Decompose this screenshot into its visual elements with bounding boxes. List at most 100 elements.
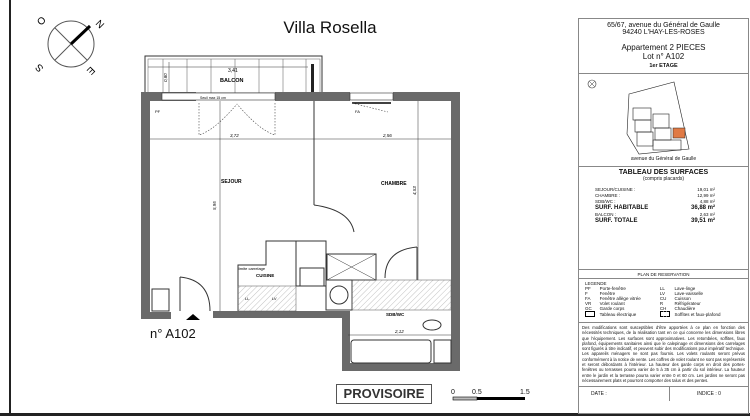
dim-chambre-w: 2,56 <box>382 133 392 138</box>
room-label-chambre: CHAMBRE <box>381 181 407 187</box>
legend-text: Lave-vaisselle <box>674 291 704 296</box>
page-frame-bottom <box>0 413 750 416</box>
dim-chambre-h: 4,53 <box>412 186 417 195</box>
dim-sejour-w: 3,72 <box>230 133 239 138</box>
surface-value: 4,88 m² <box>699 198 715 204</box>
scale-15: 1.5 <box>520 389 530 396</box>
surface-row: BALCON : 2,63 m² <box>595 211 715 217</box>
address-line-1: 65/67, avenue du Général de Gaulle <box>607 22 720 29</box>
room-label-cuisine: CUISINE <box>256 273 274 278</box>
surface-label: SEJOUR/CUISINE : <box>595 186 636 192</box>
legend-text: Chaudière <box>674 306 696 311</box>
surface-label: BALCON : <box>595 211 617 217</box>
legend-text: Soffites et faux-plafond <box>674 312 721 317</box>
legend-code: F <box>585 291 588 296</box>
legend-code: R <box>659 301 664 306</box>
legend-text: Tableau électrique <box>599 312 637 317</box>
building-outline <box>626 81 690 155</box>
compass-o: O <box>35 15 48 28</box>
scale-05: 0.5 <box>472 389 482 396</box>
legend-code: VR <box>585 301 592 306</box>
compass-n: N <box>93 18 106 31</box>
compass-e: E <box>84 64 97 77</box>
apartment-highlight <box>672 127 686 139</box>
site-plan: avenue du Général de Gaulle <box>579 74 748 167</box>
legend-text: Fenêtre <box>599 291 616 296</box>
legend-text: Fenêtre allège vitrée <box>599 296 641 301</box>
dim-balcon-h: 0,80 <box>163 73 168 82</box>
legend-text: Cuisson <box>674 296 691 301</box>
surfaces-subtitle: (compris placards) <box>642 176 685 182</box>
scale-0: 0 <box>451 389 455 396</box>
surface-value: 19,01 m² <box>697 186 715 192</box>
entrance-arrow-icon <box>186 314 200 320</box>
surface-label: CHAMBRE : <box>595 192 621 198</box>
footer: DATE : INDICE : 0 <box>579 387 748 401</box>
legend-code: GC <box>585 306 592 311</box>
date-label: DATE : <box>579 387 670 401</box>
header-section: 65/67, avenue du Général de Gaulle 94240… <box>579 19 748 74</box>
room-label-sejour: SEJOUR <box>221 179 242 185</box>
surface-value: 12,99 m² <box>697 192 715 198</box>
surface-row: SDB/WC : 4,88 m² <box>595 198 715 204</box>
legend-code: LV <box>659 291 666 296</box>
surface-label: SURF. HABITABLE <box>595 204 649 211</box>
note-pf: PF <box>155 109 161 114</box>
surface-row: SEJOUR/CUISINE : 19,01 m² <box>595 186 715 192</box>
lot-number-label: n° A102 <box>150 326 196 341</box>
note-seuil: Seuil max 15 cm <box>200 96 226 100</box>
kitchen-counter <box>237 285 297 312</box>
note-fa: FA <box>355 109 360 114</box>
surface-label: SDB/WC : <box>595 198 616 204</box>
surfaces-title: TABLEAU DES SURFACES <box>618 169 709 176</box>
dim-balcon-w: 3,41 <box>228 68 238 74</box>
disclaimer: Des modifications sont susceptibles d'êt… <box>579 323 748 387</box>
soffit-icon <box>659 311 675 318</box>
surfaces-table: SEJOUR/CUISINE : 19,01 m² CHAMBRE : 12,99 … <box>595 186 715 224</box>
legend-row: GC Garde corps CH Chaudière <box>585 306 742 311</box>
floor-plan: N E S O 3,41 0,80 BALCON Seuil max 15 cm <box>33 15 525 401</box>
legend-row: Tableau électrique Soffites et faux-plafo… <box>585 311 742 318</box>
balcony: 3,41 0,80 BALCON <box>144 55 323 94</box>
surfaces-section: TABLEAU DES SURFACES (compris placards) … <box>579 167 748 270</box>
apartment-type: Appartement 2 PIECES <box>621 43 706 52</box>
mini-compass-icon <box>587 79 597 89</box>
surface-value: 2,63 m² <box>699 211 715 217</box>
page-title: Villa Rosella <box>283 18 377 37</box>
dim-sdb-w: 2,12 <box>394 329 404 334</box>
legend-row: FA Fenêtre allège vitrée CU Cuisson <box>585 296 742 301</box>
reservation-label: PLAN DE RESERVATION <box>579 270 748 279</box>
street-name: avenue du Général de Gaulle <box>630 156 697 162</box>
legend-text: Garde corps <box>599 306 625 311</box>
legend-code: CH <box>659 306 667 311</box>
floor-label: 1er ETAGE <box>649 63 678 69</box>
compass-s: S <box>33 61 46 74</box>
info-panel: 65/67, avenue du Général de Gaulle 94240… <box>578 18 749 414</box>
legend-text: Lave-linge <box>674 286 696 291</box>
legend-row: VR Volet roulant R Réfrigérateur <box>585 301 742 306</box>
legend-text: Porte-fenêtre <box>599 286 626 291</box>
note-carrelage: limite carrelage <box>238 266 266 271</box>
room-label-balcon: BALCON <box>220 78 244 84</box>
legend-code: FA <box>585 296 591 301</box>
surface-label: SURF. TOTALE <box>595 217 638 224</box>
scale-bar <box>452 396 525 401</box>
electrical-panel-icon <box>585 311 600 318</box>
index-label: INDICE : 0 <box>697 391 721 397</box>
legend-title: LEGENDE <box>585 281 607 286</box>
legend-text: Réfrigérateur <box>674 301 701 306</box>
legend-text: Volet roulant <box>599 301 625 306</box>
note-ll: LL <box>245 296 250 301</box>
address-line-2: 94240 L'HAY-LES-ROSES <box>622 29 705 36</box>
legend-row: F Fenêtre LV Lave-vaisselle <box>585 291 742 296</box>
dim-sejour-h: 5,95 <box>212 201 217 210</box>
note-lv: LV <box>272 296 277 301</box>
page-frame-left <box>9 0 11 414</box>
legend-code: CU <box>659 296 667 301</box>
bathroom-soffit <box>351 279 452 311</box>
surface-row: CHAMBRE : 12,99 m² <box>595 192 715 198</box>
